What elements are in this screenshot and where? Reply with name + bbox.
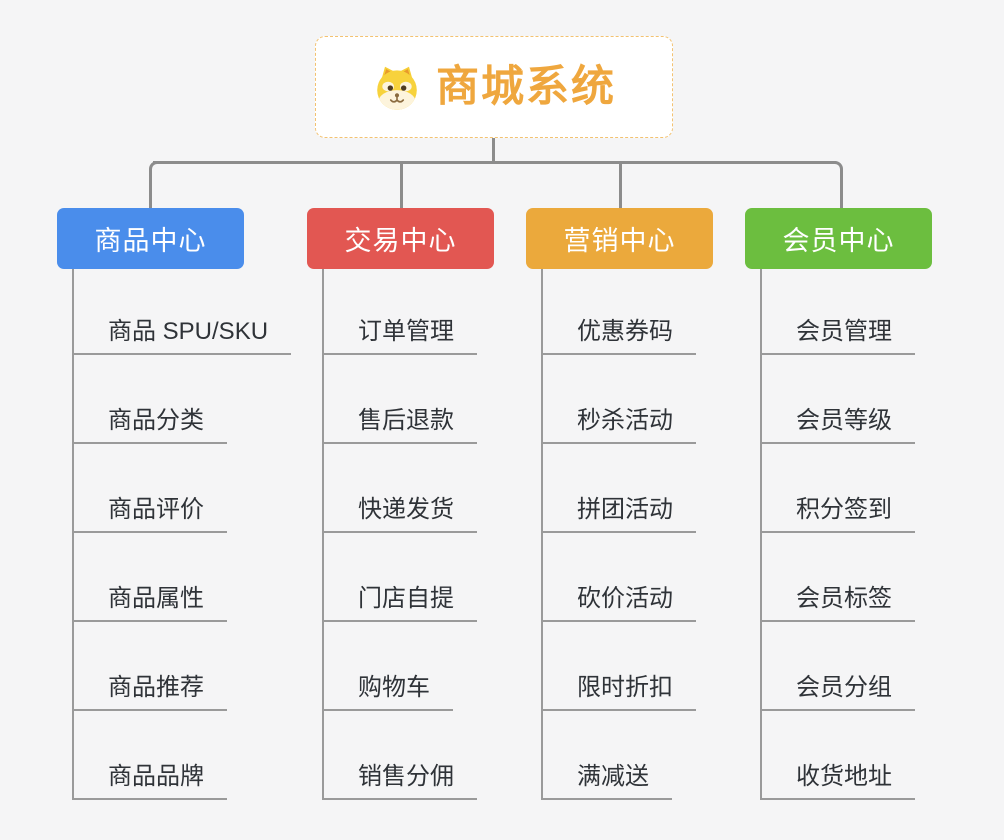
child-item[interactable]: 会员分组	[762, 622, 915, 711]
child-item[interactable]: 商品 SPU/SKU	[74, 269, 292, 355]
child-item[interactable]: 拼团活动	[543, 444, 696, 533]
root-node[interactable]: 商城系统	[315, 36, 673, 138]
child-item-label: 商品分类	[108, 407, 204, 435]
connector-stem	[492, 137, 495, 164]
child-item-label: 会员管理	[796, 318, 892, 346]
child-item-label: 商品属性	[108, 585, 204, 613]
child-item[interactable]: 会员等级	[762, 355, 915, 444]
connector-drop-3	[619, 161, 622, 208]
child-item[interactable]: 砍价活动	[543, 533, 696, 622]
branch-column-3: 优惠券码秒杀活动拼团活动砍价活动限时折扣满减送	[541, 269, 696, 800]
child-item[interactable]: 秒杀活动	[543, 355, 696, 444]
child-item[interactable]: 优惠券码	[543, 269, 696, 355]
child-item[interactable]: 商品推荐	[74, 622, 227, 711]
branch-node-2[interactable]: 交易中心	[307, 208, 494, 269]
child-item-label: 限时折扣	[577, 674, 673, 702]
child-item[interactable]: 商品品牌	[74, 711, 227, 800]
child-item[interactable]: 积分签到	[762, 444, 915, 533]
branch-label: 营销中心	[563, 226, 676, 256]
connector-hbar	[153, 161, 836, 164]
dog-face-icon	[372, 62, 422, 112]
child-item-label: 快递发货	[358, 496, 454, 524]
child-item-label: 销售分佣	[358, 763, 454, 791]
child-item-label: 订单管理	[358, 318, 454, 346]
branch-label: 会员中心	[782, 226, 895, 256]
child-item-label: 售后退款	[358, 407, 454, 435]
child-item-label: 商品 SPU/SKU	[108, 318, 269, 346]
child-item-label: 收货地址	[796, 763, 892, 791]
child-item[interactable]: 商品分类	[74, 355, 227, 444]
child-item-label: 购物车	[358, 674, 430, 702]
child-item-label: 商品评价	[108, 496, 204, 524]
child-item[interactable]: 满减送	[543, 711, 672, 800]
child-item-label: 拼团活动	[577, 496, 673, 524]
branch-column-4: 会员管理会员等级积分签到会员标签会员分组收货地址	[760, 269, 915, 800]
child-item-label: 积分签到	[796, 496, 892, 524]
branch-column-1: 商品 SPU/SKU 商品分类商品评价商品属性商品推荐商品品牌	[72, 269, 292, 800]
child-item[interactable]: 快递发货	[324, 444, 477, 533]
branch-node-4[interactable]: 会员中心	[745, 208, 932, 269]
child-item[interactable]: 销售分佣	[324, 711, 477, 800]
branch-node-1[interactable]: 商品中心	[57, 208, 244, 269]
child-item[interactable]: 收货地址	[762, 711, 915, 800]
child-item[interactable]: 购物车	[324, 622, 453, 711]
child-item-label: 砍价活动	[577, 585, 673, 613]
child-item-label: 优惠券码	[577, 318, 673, 346]
connector-drop-2	[400, 161, 403, 208]
child-item[interactable]: 会员管理	[762, 269, 915, 355]
child-item[interactable]: 订单管理	[324, 269, 477, 355]
child-item-label: 满减送	[577, 763, 649, 791]
branch-label: 交易中心	[344, 226, 457, 256]
child-item-label: 门店自提	[358, 585, 454, 613]
branch-node-3[interactable]: 营销中心	[526, 208, 713, 269]
child-item[interactable]: 会员标签	[762, 533, 915, 622]
child-item[interactable]: 商品属性	[74, 533, 227, 622]
child-item[interactable]: 售后退款	[324, 355, 477, 444]
child-item-label: 会员分组	[796, 674, 892, 702]
child-item[interactable]: 商品评价	[74, 444, 227, 533]
child-item[interactable]: 门店自提	[324, 533, 477, 622]
branch-column-2: 订单管理售后退款快递发货门店自提购物车销售分佣	[322, 269, 477, 800]
child-item[interactable]: 限时折扣	[543, 622, 696, 711]
connector-elbow-right	[828, 161, 843, 211]
child-item-label: 秒杀活动	[577, 407, 673, 435]
child-item-label: 商品推荐	[108, 674, 204, 702]
connector-elbow-left	[149, 161, 164, 211]
child-item-label: 会员等级	[796, 407, 892, 435]
branch-label: 商品中心	[94, 226, 207, 256]
child-item-label: 商品品牌	[108, 763, 204, 791]
root-title: 商城系统	[436, 62, 616, 111]
child-item-label: 会员标签	[796, 585, 892, 613]
